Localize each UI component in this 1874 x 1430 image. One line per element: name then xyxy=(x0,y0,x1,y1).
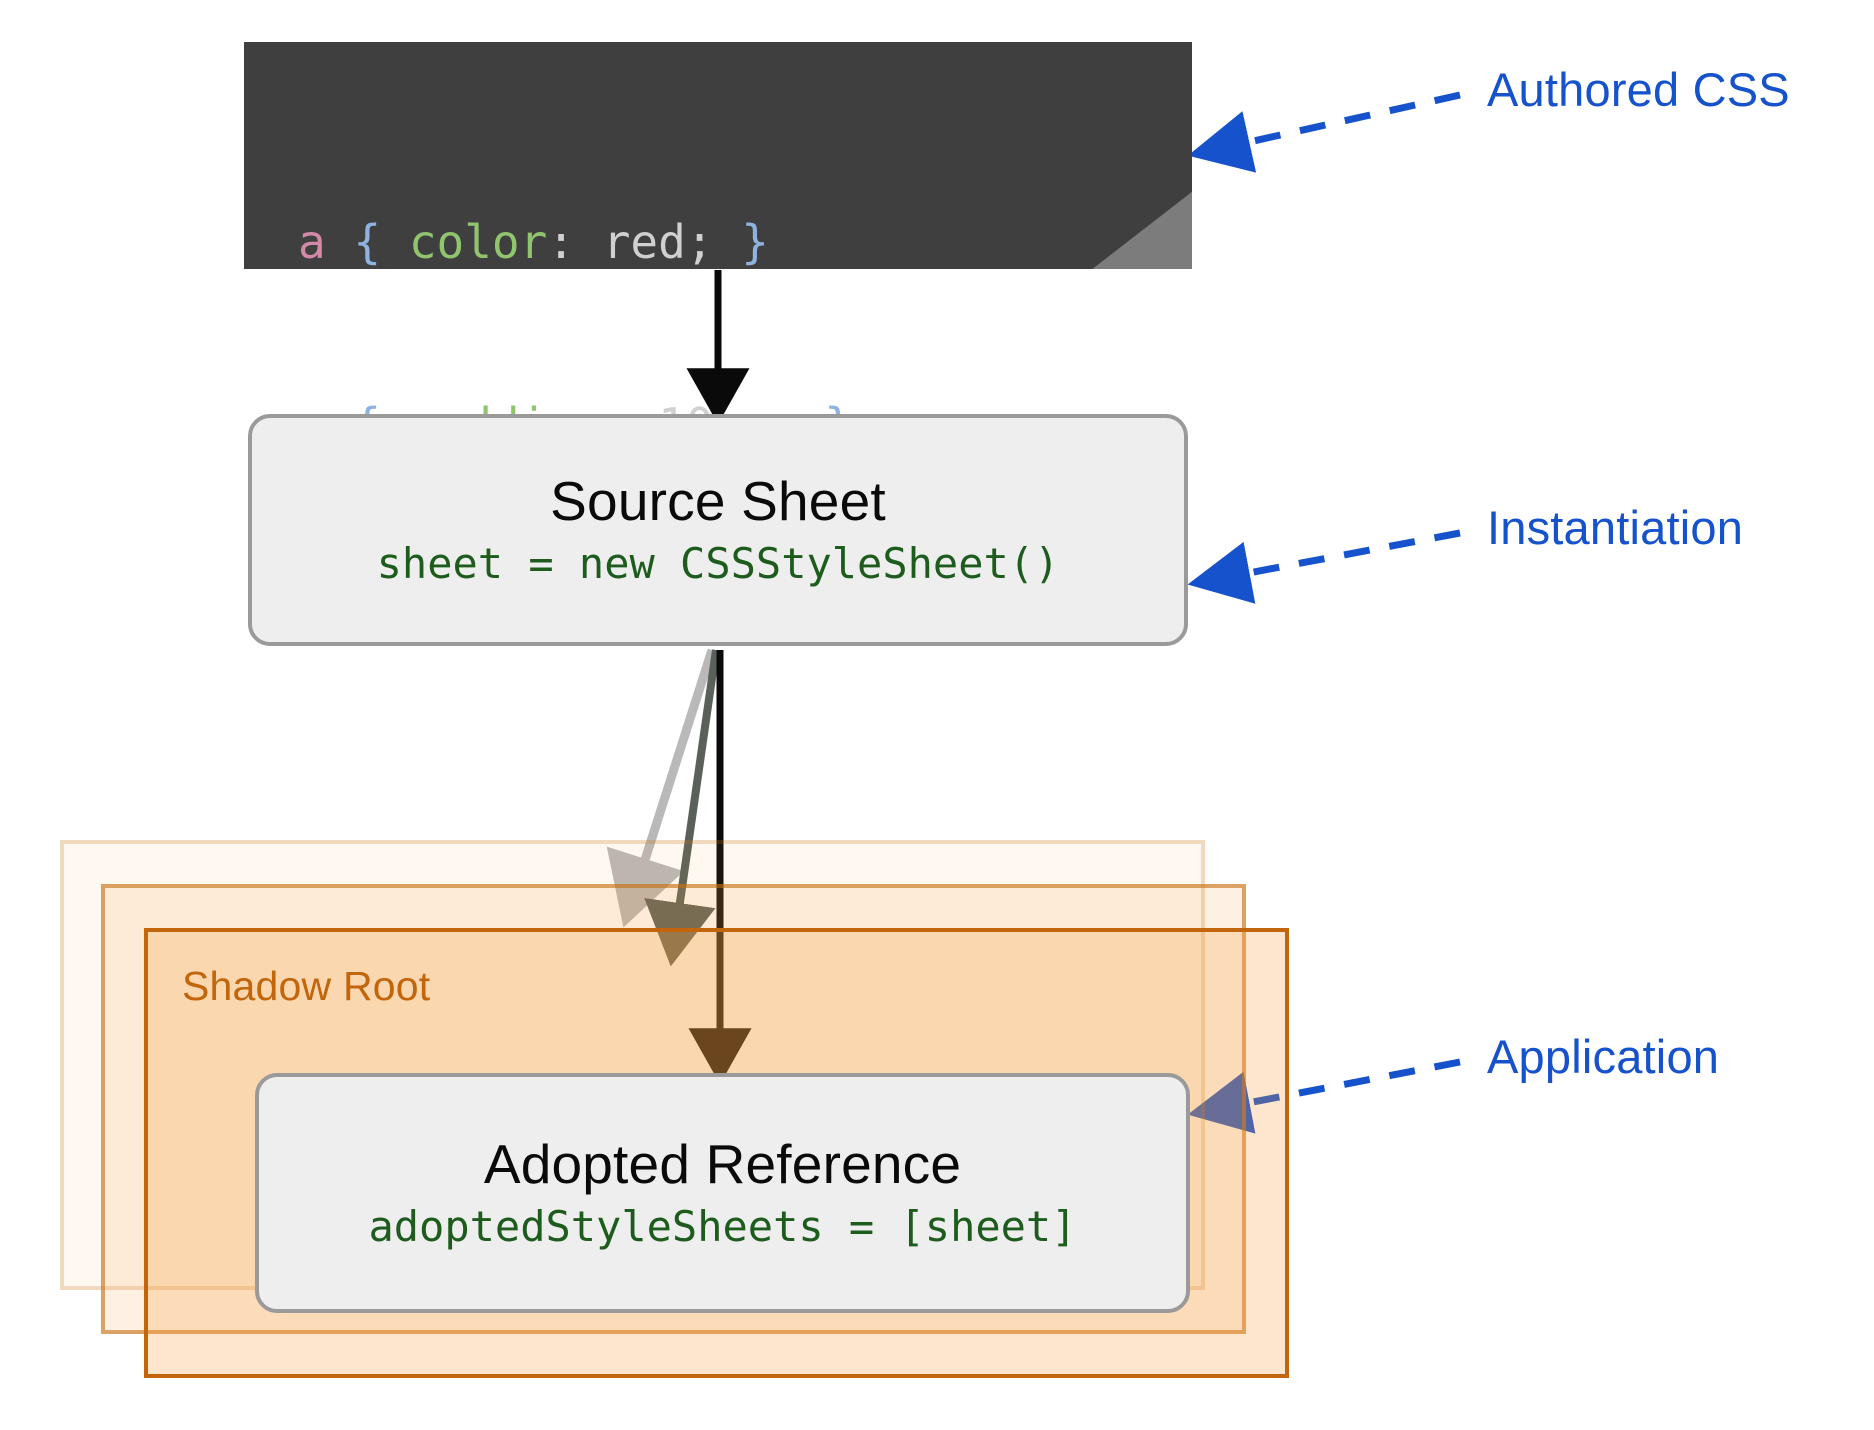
authored-css-card: a { color: red; } p { padding: 10px; } xyxy=(244,42,1192,452)
css-semicolon: ; xyxy=(685,215,714,269)
source-sheet-title: Source Sheet xyxy=(550,470,886,532)
source-sheet-code: sheet = new CSSStyleSheet() xyxy=(376,538,1060,588)
callout-leader-authored xyxy=(1187,91,1461,173)
callout-label-instantiation: Instantiation xyxy=(1487,501,1744,554)
shadow-root-label: Shadow Root xyxy=(182,963,431,1009)
adopted-reference-title: Adopted Reference xyxy=(483,1133,962,1195)
node-source-sheet: Source Sheet sheet = new CSSStyleSheet() xyxy=(248,414,1188,646)
adopted-reference-code: adoptedStyleSheets = [sheet] xyxy=(368,1201,1077,1251)
css-value: red xyxy=(602,215,686,269)
css-selector: a xyxy=(298,215,326,269)
css-property: color xyxy=(408,215,548,269)
css-colon: : xyxy=(547,215,575,269)
callout-label-authored-css: Authored CSS xyxy=(1487,63,1790,116)
css-open-brace: { xyxy=(353,215,382,269)
callout-leader-instantiation xyxy=(1187,529,1461,604)
css-close-brace: } xyxy=(741,215,769,269)
code-card-paper xyxy=(244,42,1192,269)
node-adopted-reference: Adopted Reference adoptedStyleSheets = [… xyxy=(255,1073,1190,1313)
callout-label-application: Application xyxy=(1487,1030,1720,1083)
code-line-1: a { color: red; } xyxy=(298,212,852,273)
